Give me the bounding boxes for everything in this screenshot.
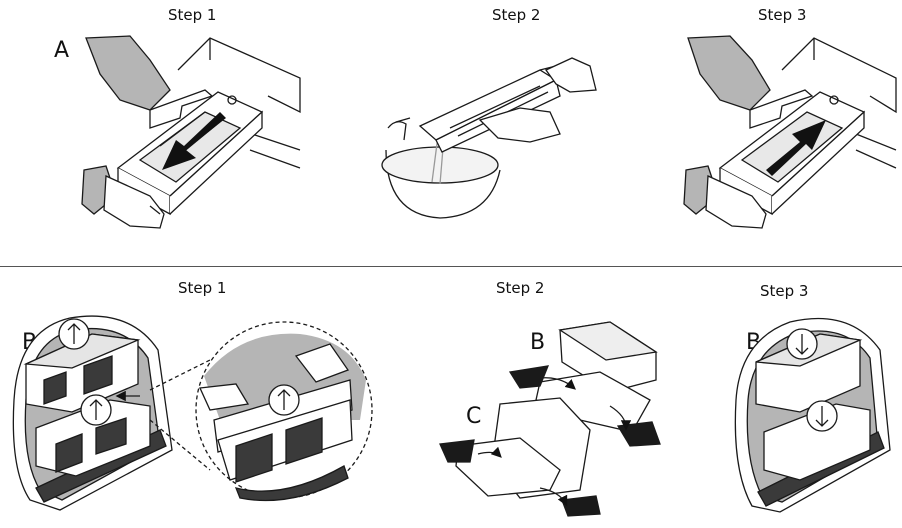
top-step-1-label: Step 1: [168, 6, 217, 24]
bottom-step-2-label: Step 2: [496, 279, 545, 297]
bottom-step-1-illustration: [12, 315, 373, 511]
section-divider: [0, 266, 902, 267]
part-b-label-2: B: [530, 330, 546, 355]
hand-icon: [81, 165, 165, 229]
top-step-2-label: Step 2: [492, 6, 541, 24]
part-a-label: A: [54, 38, 70, 63]
hand-icon: [683, 165, 767, 229]
top-step-1-illustration: [81, 35, 301, 229]
arrow-up-icon: [268, 384, 300, 416]
filter-tray-icon: [418, 65, 570, 153]
hand-icon: [199, 383, 250, 411]
top-step-3-illustration: [683, 35, 897, 229]
hand-icon: [545, 57, 597, 93]
top-step-2-illustration: [381, 57, 597, 219]
bottom-step-3-label: Step 3: [760, 282, 809, 300]
hand-icon: [687, 35, 814, 129]
hand-icon: [85, 35, 214, 129]
arrow-down-icon: [806, 400, 838, 432]
arrow-up-icon: [80, 394, 112, 426]
arrow-up-icon: [766, 120, 826, 176]
hand-icon: [478, 107, 561, 143]
sink-icon: [381, 117, 501, 219]
bottom-step-1-label: Step 1: [178, 279, 227, 297]
arrow-up-icon: [58, 318, 90, 350]
top-step-3-label: Step 3: [758, 6, 807, 24]
bottom-step-2-illustration: [439, 321, 661, 517]
part-c-label-2: C: [466, 404, 482, 429]
hand-icon: [294, 343, 350, 383]
bottom-step-3-illustration: [734, 317, 891, 513]
arrow-down-icon: [786, 328, 818, 360]
arrow-down-icon: [162, 112, 226, 170]
